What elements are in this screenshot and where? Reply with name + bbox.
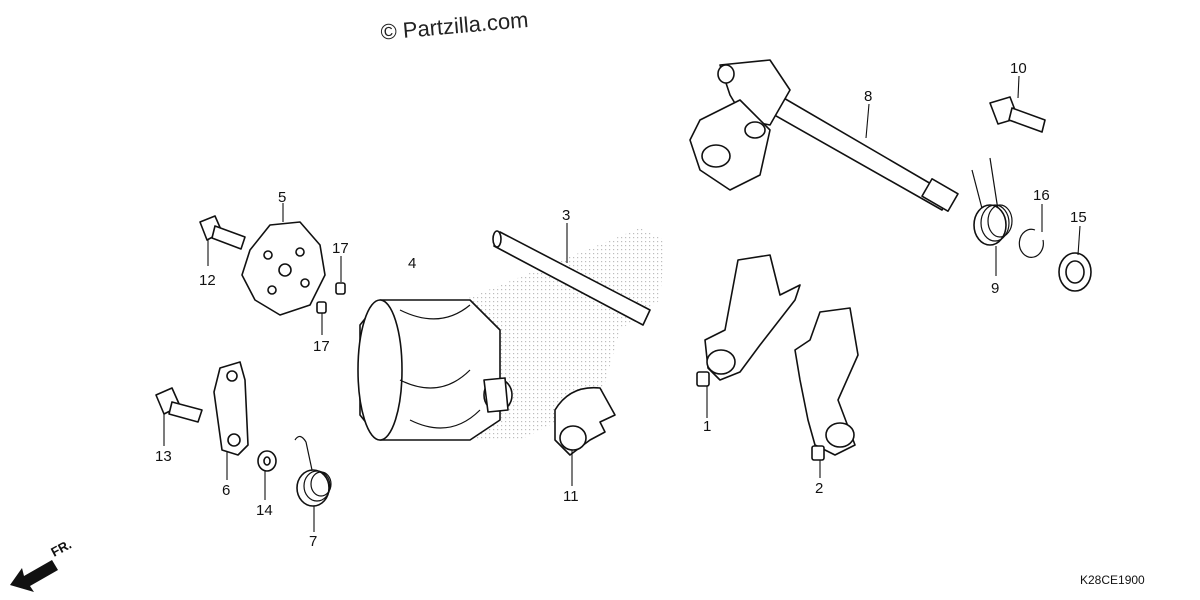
shift-drum-center[interactable] [241,221,326,316]
callout-3: 3 [562,207,570,224]
callout-8: 8 [864,88,872,105]
bolt-10[interactable] [989,96,1046,133]
guide-plate-11[interactable] [554,386,616,456]
front-direction-arrow: FR. [10,537,74,592]
callout-10: 10 [1010,60,1027,77]
callout-5: 5 [278,189,286,206]
shift-fork-2[interactable] [794,307,859,461]
dowel-pin-17b[interactable] [316,301,327,314]
callout-2: 2 [815,480,823,497]
gearshift-drum[interactable] [357,299,513,441]
return-spring-9[interactable] [971,157,1013,246]
callout-12: 12 [199,272,216,289]
callout-9: 9 [991,280,999,297]
gearshift-spindle[interactable] [689,59,959,212]
bolt-13[interactable] [155,387,203,423]
callout-6: 6 [222,482,230,499]
callout-1: 1 [703,418,711,435]
dowel-pin-17a[interactable] [335,282,346,295]
bolt-12[interactable] [199,215,246,250]
callout-17a: 17 [332,240,349,257]
shift-fork-1[interactable] [696,254,801,387]
callout-7: 7 [309,533,317,550]
watermark-text: © Partzilla.com [379,7,529,45]
stopper-arm-6[interactable] [213,361,249,456]
spring-7[interactable] [294,435,332,507]
diagram-code: K28CE1900 [1080,573,1145,587]
circlip-16[interactable] [1018,228,1044,258]
direction-label: FR. [48,537,74,560]
washer-14[interactable] [257,450,277,472]
callout-4: 4 [408,255,416,272]
callout-13: 13 [155,448,172,465]
washer-15[interactable] [1058,252,1092,292]
callout-11: 11 [563,488,579,505]
callout-15: 15 [1070,209,1087,226]
shift-fork-shaft[interactable] [492,230,651,326]
callout-16: 16 [1033,187,1050,204]
callout-14: 14 [256,502,273,519]
callout-17b: 17 [313,338,330,355]
leader-lines [163,75,1081,532]
